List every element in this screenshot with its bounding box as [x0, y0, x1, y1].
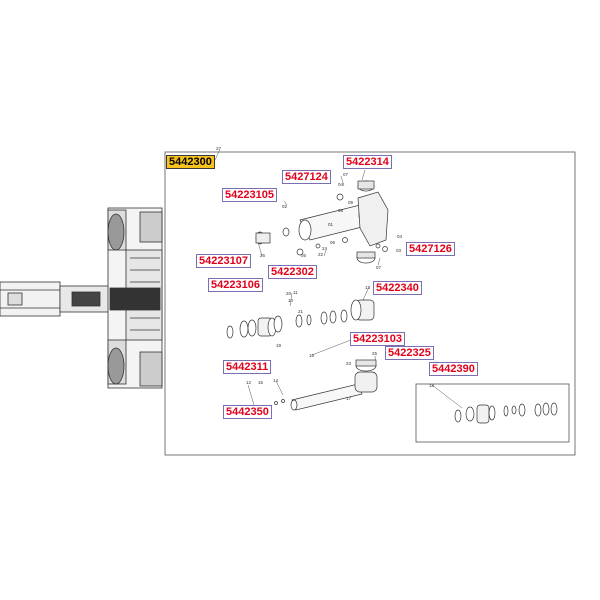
part-label-5422302[interactable]: 5422302: [268, 265, 317, 279]
piston-rod: [274, 359, 378, 411]
callout-04: 04: [338, 182, 344, 187]
seal-kit-panel: [415, 383, 570, 443]
part-label-54223105[interactable]: 54223105: [222, 188, 277, 202]
callout-17: 17: [346, 396, 352, 401]
callout-21: 21: [298, 309, 304, 314]
callout-20: 20: [286, 291, 292, 296]
callout-07b: 07: [376, 265, 382, 270]
callout-02: 02: [282, 204, 288, 209]
callout-12: 12: [246, 380, 252, 385]
callout-04b: 04: [397, 234, 403, 239]
callout-08: 08: [338, 208, 344, 213]
part-label-5442311[interactable]: 5442311: [223, 360, 272, 374]
piston-seal-set: [226, 299, 375, 339]
callout-25: 25: [372, 351, 378, 356]
part-label-5442390[interactable]: 5442390: [429, 362, 478, 376]
callout-18: 18: [429, 383, 435, 388]
callout-11: 11: [293, 290, 298, 295]
part-label-54223106[interactable]: 54223106: [208, 278, 263, 292]
callout-01: 01: [328, 222, 334, 227]
parts-panel: [164, 151, 576, 456]
callout-06: 06: [330, 240, 336, 245]
callout-23: 23: [346, 361, 352, 366]
callout-16: 16: [309, 353, 315, 358]
callout-26: 26: [260, 253, 266, 258]
callout-24: 24: [322, 246, 328, 251]
part-label-5427126[interactable]: 5427126: [406, 242, 455, 256]
callout-09: 09: [348, 200, 354, 205]
callout-numbers: 27 07 04 02 04 03 07 26 24 22 20 11 13 1…: [216, 146, 435, 401]
assembly-part-number[interactable]: 5442300: [166, 155, 215, 169]
seal-kit-parts: [454, 402, 558, 424]
callout-05: 05: [301, 253, 307, 258]
callout-22: 22: [318, 252, 324, 257]
callout-14: 14: [273, 378, 279, 383]
callout-13: 13: [365, 285, 371, 290]
part-label-54223107[interactable]: 54223107: [196, 254, 251, 268]
callout-15: 15: [258, 380, 264, 385]
part-label-5422325[interactable]: 5422325: [385, 346, 434, 360]
part-label-5422314[interactable]: 5422314: [343, 155, 392, 169]
machine-overview: [0, 207, 163, 389]
part-label-5427124[interactable]: 5427124: [282, 170, 331, 184]
part-label-5422340[interactable]: 5422340: [373, 281, 422, 295]
callout-10: 10: [288, 298, 294, 303]
part-label-5442350[interactable]: 5442350: [223, 405, 272, 419]
callout-03: 03: [396, 248, 402, 253]
cylinder-barrel: [255, 180, 389, 264]
part-label-54223103[interactable]: 54223103: [350, 332, 405, 346]
callout-07: 07: [343, 172, 349, 177]
callout-19: 19: [276, 343, 282, 348]
callout-27: 27: [216, 146, 222, 151]
leader-lines: [214, 148, 463, 409]
